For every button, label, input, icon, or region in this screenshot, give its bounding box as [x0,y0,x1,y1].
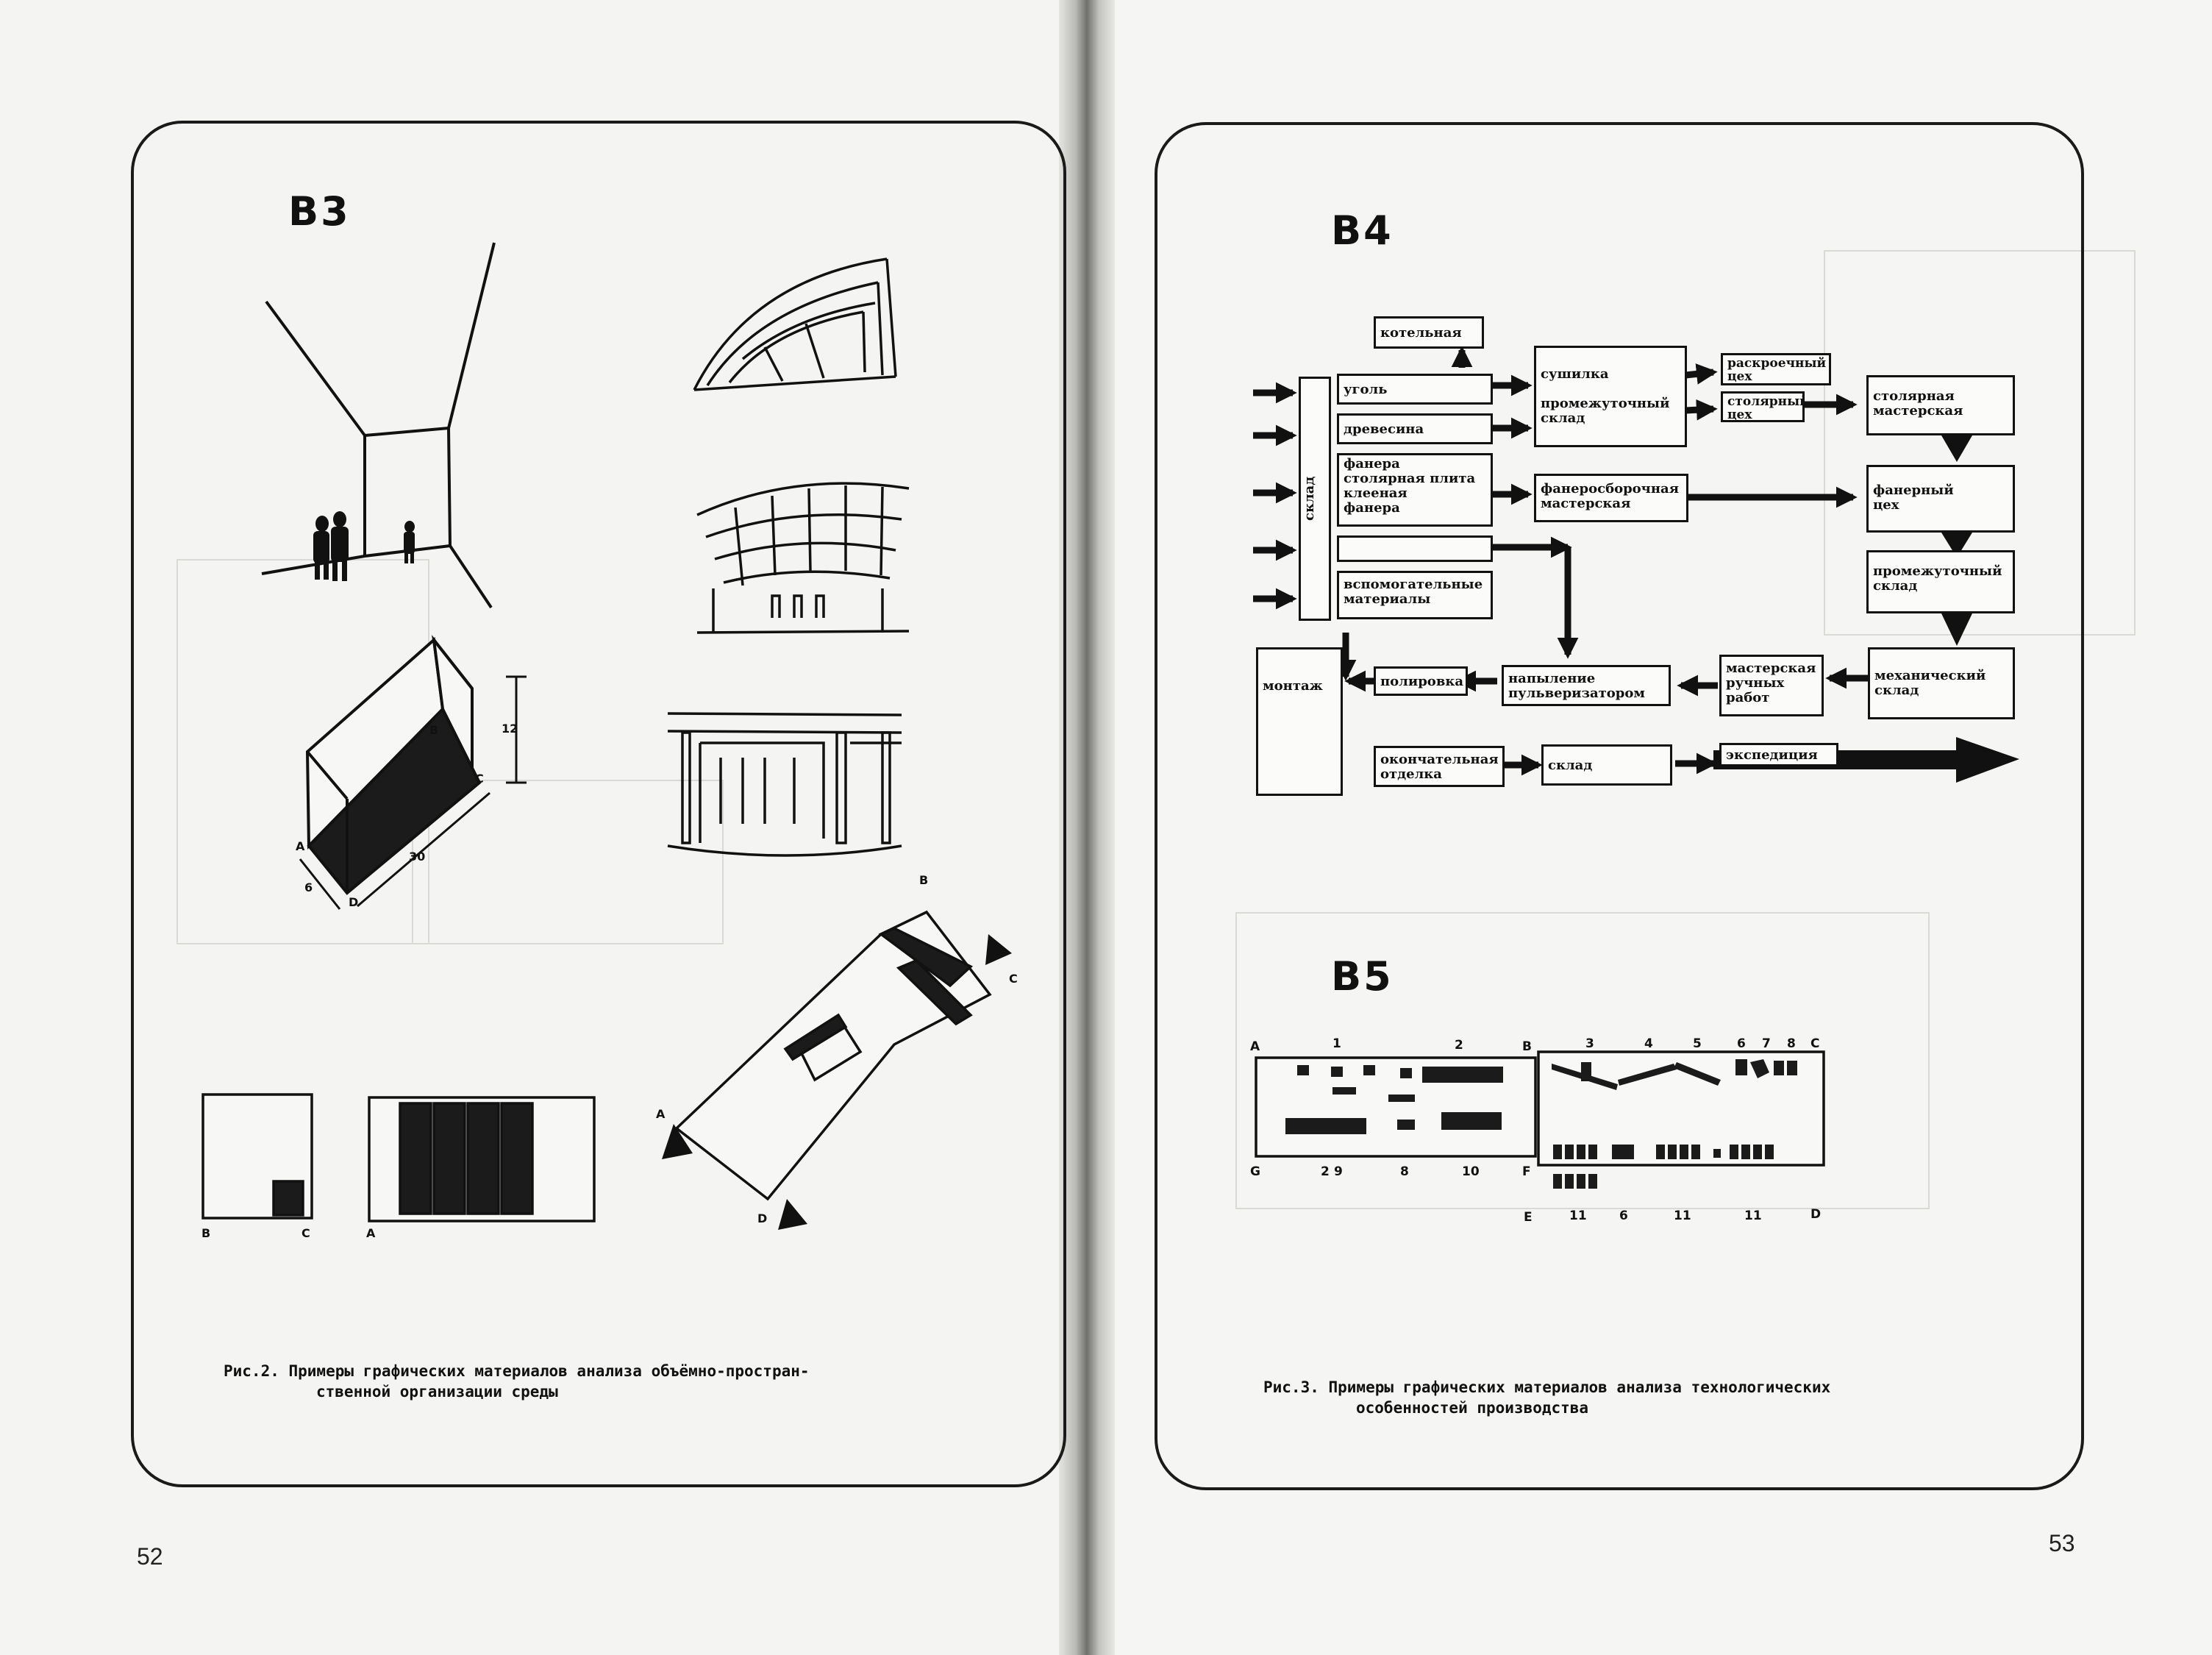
left-caption-line-1: Рис.2. Примеры графических материалов ан… [224,1362,810,1380]
room-perspective-sketch [261,242,496,609]
figure-label-b3: В3 [288,188,351,235]
flow-cutting-shop: раскроечный цех [1721,353,1831,385]
b5-corner-c: C [1810,1036,1819,1051]
isometric-dimensions [299,675,527,910]
b5-bottom-num-10: 10 [1462,1164,1480,1179]
rib-vault-sketch [696,482,910,634]
flow-finishing: окончательная отделка [1374,746,1505,787]
b5-bottom-num-8: 8 [1400,1164,1409,1179]
flow-empty-row [1337,535,1493,562]
b5-corner-e: E [1524,1210,1533,1225]
b5-num-1: 1 [1332,1036,1341,1051]
plan-label-c: C [1009,972,1018,986]
block-label-d: D [349,895,358,909]
plan-label-a: A [656,1107,666,1121]
b5-bottom-num-9: 9 [1334,1164,1343,1179]
b5-num-6: 6 [1737,1036,1746,1051]
flow-dispatch: экспедиция [1719,743,1838,766]
plan-label-d: D [757,1211,767,1225]
flow-plywood-assembly: фанеросборочная мастерская [1534,474,1688,522]
flow-mechanical-store: механический склад [1868,647,2015,719]
flow-manual-workshop: мастерская ручных работ [1719,655,1824,716]
ghost-bleed-right [1824,250,2136,636]
block-label-c: C [475,772,484,786]
b5-corner-b: B [1522,1039,1532,1054]
figure-label-b4: В4 [1331,207,1394,254]
right-page [1085,0,2212,1655]
plan-diagram-bays [368,1096,596,1222]
right-caption-line-2: особенностей производства [1356,1399,1589,1417]
b5-num-7: 7 [1762,1036,1771,1051]
left-illustrations: A D C B 6 30 12 [201,242,1018,1240]
flow-joinery-workshop: столярная мастерская [1866,375,2015,435]
flow-triangles [1941,435,1972,646]
flow-assembly: монтаж [1256,647,1343,796]
b5-bottom-num-11c: 11 [1744,1209,1762,1223]
right-caption-line-1: Рис.3. Примеры графических материалов ан… [1263,1378,1831,1396]
b5-num-5: 5 [1693,1036,1702,1051]
b5-corner-d: D [1810,1207,1821,1222]
flow-store: склад [1541,744,1672,786]
book-gutter [1059,0,1115,1655]
left-caption: Рис.2. Примеры графических материалов ан… [224,1361,1032,1402]
left-caption-line-2: ственной организации среды [316,1383,558,1400]
right-caption: Рис.3. Примеры графических материалов ан… [1263,1377,2072,1418]
bay-plan-label-a: A [366,1226,376,1240]
b5-num-3: 3 [1585,1036,1594,1051]
rotated-plan-sketch [674,910,992,1201]
b5-corner-g: G [1250,1164,1260,1179]
page-number-right: 53 [2049,1530,2075,1556]
flow-joinery-shop: столярный цех [1721,391,1805,422]
dim-label-length: 30 [409,850,425,864]
page-number-left: 52 [137,1543,163,1570]
flow-coal: уголь [1337,374,1493,405]
vaulted-ceiling-sketch [693,257,897,391]
dispatch-arrow [1713,737,2019,783]
dim-label-width: 6 [304,880,313,894]
small-plan-label-c: C [302,1226,310,1240]
b5-bottom-num-11a: 11 [1569,1209,1587,1223]
block-label-b: B [429,723,438,737]
ghost-bleed-left-2 [412,780,724,944]
small-plan-label-b: B [201,1226,210,1240]
people-figures [313,511,415,581]
b5-num-8: 8 [1787,1036,1796,1051]
b5-num-4: 4 [1644,1036,1653,1051]
flow-polishing: полировка [1374,666,1468,696]
flow-wood: древесина [1337,413,1493,444]
flow-plywood-group: фанера столярная плита клееная фанера [1337,453,1493,527]
flow-interim-store: промежуточный склад [1866,550,2015,613]
flow-dryer: сушилка промежуточный склад [1534,346,1687,447]
b5-bottom-num-2: 2 [1321,1164,1330,1179]
frame-hall-sketch [667,712,902,857]
figure-label-b5: В5 [1331,953,1394,1000]
right-figure-frame [1155,122,2084,1490]
ghost-bleed-right-2 [1235,912,1930,1209]
b5-bottom-num-6: 6 [1619,1209,1628,1223]
flow-plywood-shop: фанерный цех [1866,465,2015,533]
flow-auxiliary: вспомогательные материалы [1337,571,1493,619]
dim-label-height: 12 [502,722,518,736]
b5-bottom-num-11b: 11 [1674,1209,1691,1223]
plan-label-b: B [919,873,928,887]
left-figure-frame [131,121,1066,1487]
isometric-block [305,635,482,895]
flow-spraying: напыление пульверизатором [1502,665,1671,706]
left-page [0,0,1078,1655]
b5-equipment-blocks [1285,1059,1797,1189]
b5-num-2: 2 [1455,1038,1463,1053]
b5-corner-a: A [1250,1039,1260,1054]
flow-boiler: котельная [1374,316,1484,349]
plan-diagram-small [201,1093,313,1220]
block-label-a: A [296,839,305,853]
b5-corner-f: F [1522,1164,1531,1179]
plan-arrows [662,934,1012,1230]
